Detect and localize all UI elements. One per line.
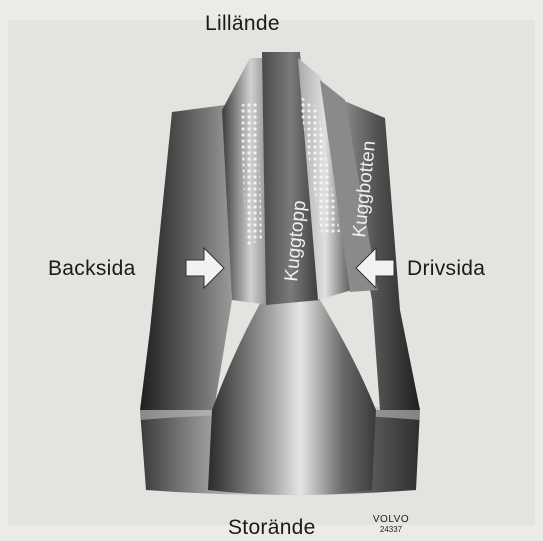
label-back-side: Backsida [48,257,136,281]
brand-name: VOLVO [367,515,415,525]
label-drive-side: Drivsida [407,257,485,281]
brand-mark: VOLVO 24337 [367,515,415,535]
label-small-end: Lilländе [205,12,280,36]
figure-code: 24337 [367,525,415,535]
label-large-end: Storände [228,516,316,540]
